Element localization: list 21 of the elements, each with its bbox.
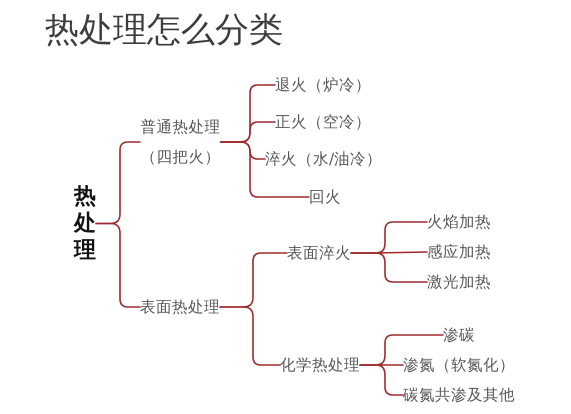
brace-connector [350, 252, 428, 283]
method-label: 淬火（水/油冷） [265, 149, 382, 169]
method-label: 表面淬火 [287, 243, 351, 263]
method-label: 退火（炉冷） [275, 75, 371, 95]
method-label: 渗氮（软氮化） [403, 355, 515, 375]
method-label: 正火（空冷） [275, 112, 371, 132]
method-label: 渗碳 [443, 325, 475, 345]
method-label: 碳氮共渗及其他 [403, 385, 515, 405]
root-label: 热处理 [74, 183, 96, 264]
category-label: 普通热处理（四把火） [140, 112, 221, 172]
method-label: 火焰加热 [427, 212, 491, 232]
brace-connector [219, 306, 281, 366]
category-label: 表面热处理 [140, 297, 220, 317]
method-label: 感应加热 [427, 242, 491, 262]
method-label: 化学热处理 [280, 355, 360, 375]
brace-connector [359, 364, 404, 396]
method-label: 激光加热 [427, 272, 491, 292]
brace-connector [95, 222, 141, 308]
method-label: 回火 [309, 187, 341, 207]
brace-connector [220, 141, 310, 198]
page-title: 热处理怎么分类 [45, 9, 283, 52]
